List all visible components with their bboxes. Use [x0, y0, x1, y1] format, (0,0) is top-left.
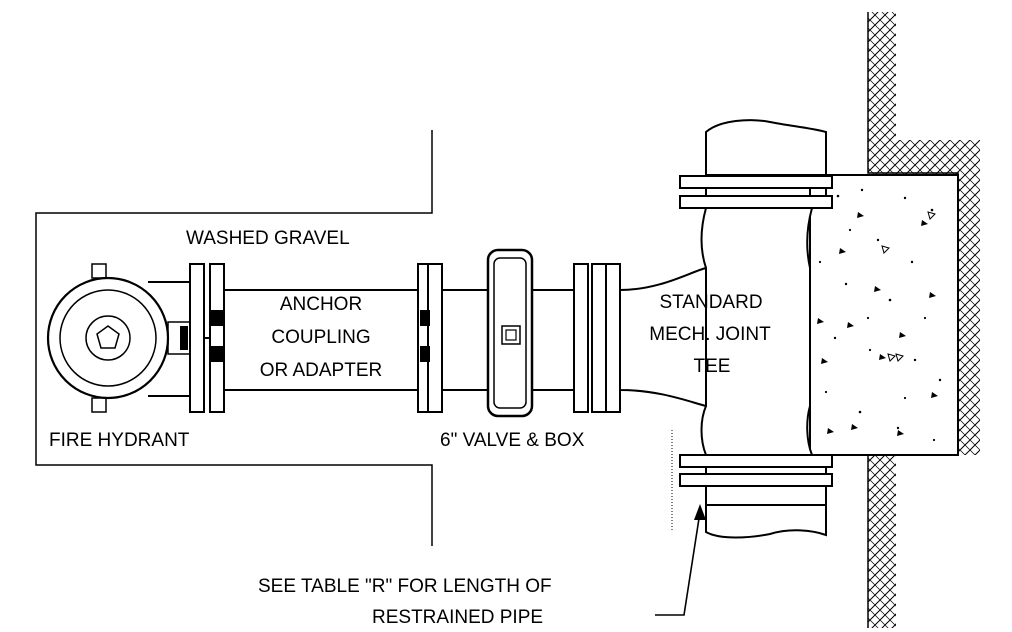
hydrant-flange — [189, 263, 225, 413]
anchor-coupling-label-line3: OR ADAPTER — [260, 360, 382, 381]
anchor-coupling-label-line2: COUPLING — [271, 327, 370, 348]
mech-joint-tee-icon — [679, 119, 833, 539]
tee-label-line1: STANDARD — [659, 292, 762, 313]
gate-valve-icon — [486, 248, 534, 418]
fire-hydrant-label: FIRE HYDRANT — [49, 430, 190, 451]
restrained-pipe-note-line1: SEE TABLE "R" FOR LENGTH OF — [258, 576, 552, 597]
tee-label-line3: TEE — [694, 356, 731, 377]
valve-box-label: 6" VALVE & BOX — [440, 430, 585, 451]
washed-gravel-label: WASHED GRAVEL — [186, 228, 350, 249]
concrete-thrust-block-icon — [809, 174, 959, 456]
fire-hydrant-icon — [46, 263, 193, 413]
anchor-coupling-flange — [417, 263, 443, 413]
restrained-pipe-note-line2: RESTRAINED PIPE — [372, 607, 543, 628]
leader-arrow-icon — [655, 504, 706, 616]
tee-label-line2: MECH. JOINT — [649, 324, 771, 345]
anchor-coupling-label-line1: ANCHOR — [280, 294, 362, 315]
gravel-trench-outline — [35, 130, 673, 546]
valve-tee-flange — [573, 263, 621, 413]
